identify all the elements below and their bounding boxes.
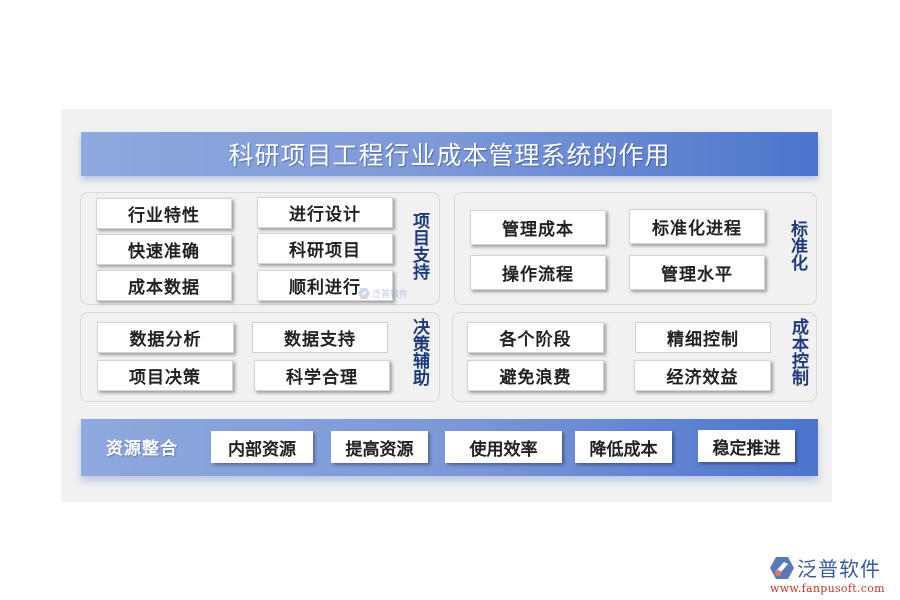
item-box: 经济效益 [634, 360, 771, 391]
item-box: 标准化进程 [629, 209, 765, 244]
item-box: 成本数据 [96, 270, 232, 301]
item-label: 顺利进行 [289, 278, 361, 298]
item-label: 数据分析 [129, 330, 202, 350]
fanpu-logo-icon [770, 556, 794, 579]
item-label: 精细控制 [667, 330, 739, 350]
item-label: 快速准确 [128, 242, 200, 262]
item-box: 快速准确 [96, 234, 232, 265]
title-text: 科研项目工程行业成本管理系统的作用 [228, 141, 671, 170]
group-label: 成本控制 [788, 318, 808, 386]
watermark-text: 泛普软件 [372, 290, 409, 300]
item-label: 操作流程 [502, 265, 574, 285]
item-label: 各个阶段 [499, 330, 572, 350]
group-label: 标准化 [787, 220, 807, 271]
item-box: 数据分析 [97, 322, 234, 353]
item-label: 行业特性 [128, 206, 200, 226]
item-box: 科学合理 [254, 360, 390, 391]
item-box: 数据支持 [252, 322, 388, 353]
item-label: 标准化进程 [652, 219, 742, 239]
item-label: 使用效率 [469, 439, 538, 460]
watermark: 泛普软件 [358, 287, 408, 300]
group-label: 决策辅助 [409, 318, 429, 386]
group-label: 项目支持 [409, 212, 429, 280]
item-label: 稳定推进 [712, 438, 781, 459]
item-box: 管理水平 [629, 255, 765, 290]
brand-logo: 泛普软件 www.fanpusoft.com [770, 553, 885, 595]
item-label: 提高资源 [345, 439, 414, 460]
item-box: 操作流程 [470, 255, 606, 290]
fanpu-logo-icon [358, 288, 370, 299]
item-box: 科研项目 [257, 233, 393, 264]
item-label: 管理成本 [502, 220, 574, 240]
logo-url: www.fanpusoft.com [770, 582, 885, 595]
bottom-item-box: 降低成本 [575, 431, 672, 463]
item-label: 经济效益 [666, 368, 739, 388]
item-label: 管理水平 [661, 265, 733, 285]
item-label: 项目决策 [129, 368, 201, 388]
item-box: 进行设计 [257, 197, 393, 228]
bottom-item-box: 使用效率 [445, 431, 562, 463]
item-label: 进行设计 [289, 205, 361, 225]
item-label: 科研项目 [289, 241, 361, 261]
item-label: 科学合理 [286, 368, 358, 388]
diagram-title: 科研项目工程行业成本管理系统的作用 [81, 132, 818, 176]
item-box: 管理成本 [470, 210, 606, 245]
item-label: 成本数据 [128, 278, 200, 298]
logo-name: 泛普软件 [797, 557, 881, 581]
item-box: 项目决策 [97, 360, 233, 391]
item-box: 精细控制 [635, 322, 771, 353]
bottom-item-box: 提高资源 [331, 431, 428, 463]
item-label: 降低成本 [589, 439, 658, 460]
item-label: 数据支持 [284, 330, 356, 350]
bottom-item-box: 稳定推进 [698, 430, 795, 462]
item-box: 顺利进行 [257, 270, 393, 301]
item-box: 行业特性 [96, 198, 232, 229]
item-label: 内部资源 [228, 439, 296, 460]
item-box: 避免浪费 [467, 360, 604, 391]
bottom-label: 资源整合 [106, 439, 178, 459]
item-box: 各个阶段 [467, 322, 604, 353]
item-label: 避免浪费 [499, 368, 572, 388]
bottom-item-box: 内部资源 [211, 431, 313, 463]
